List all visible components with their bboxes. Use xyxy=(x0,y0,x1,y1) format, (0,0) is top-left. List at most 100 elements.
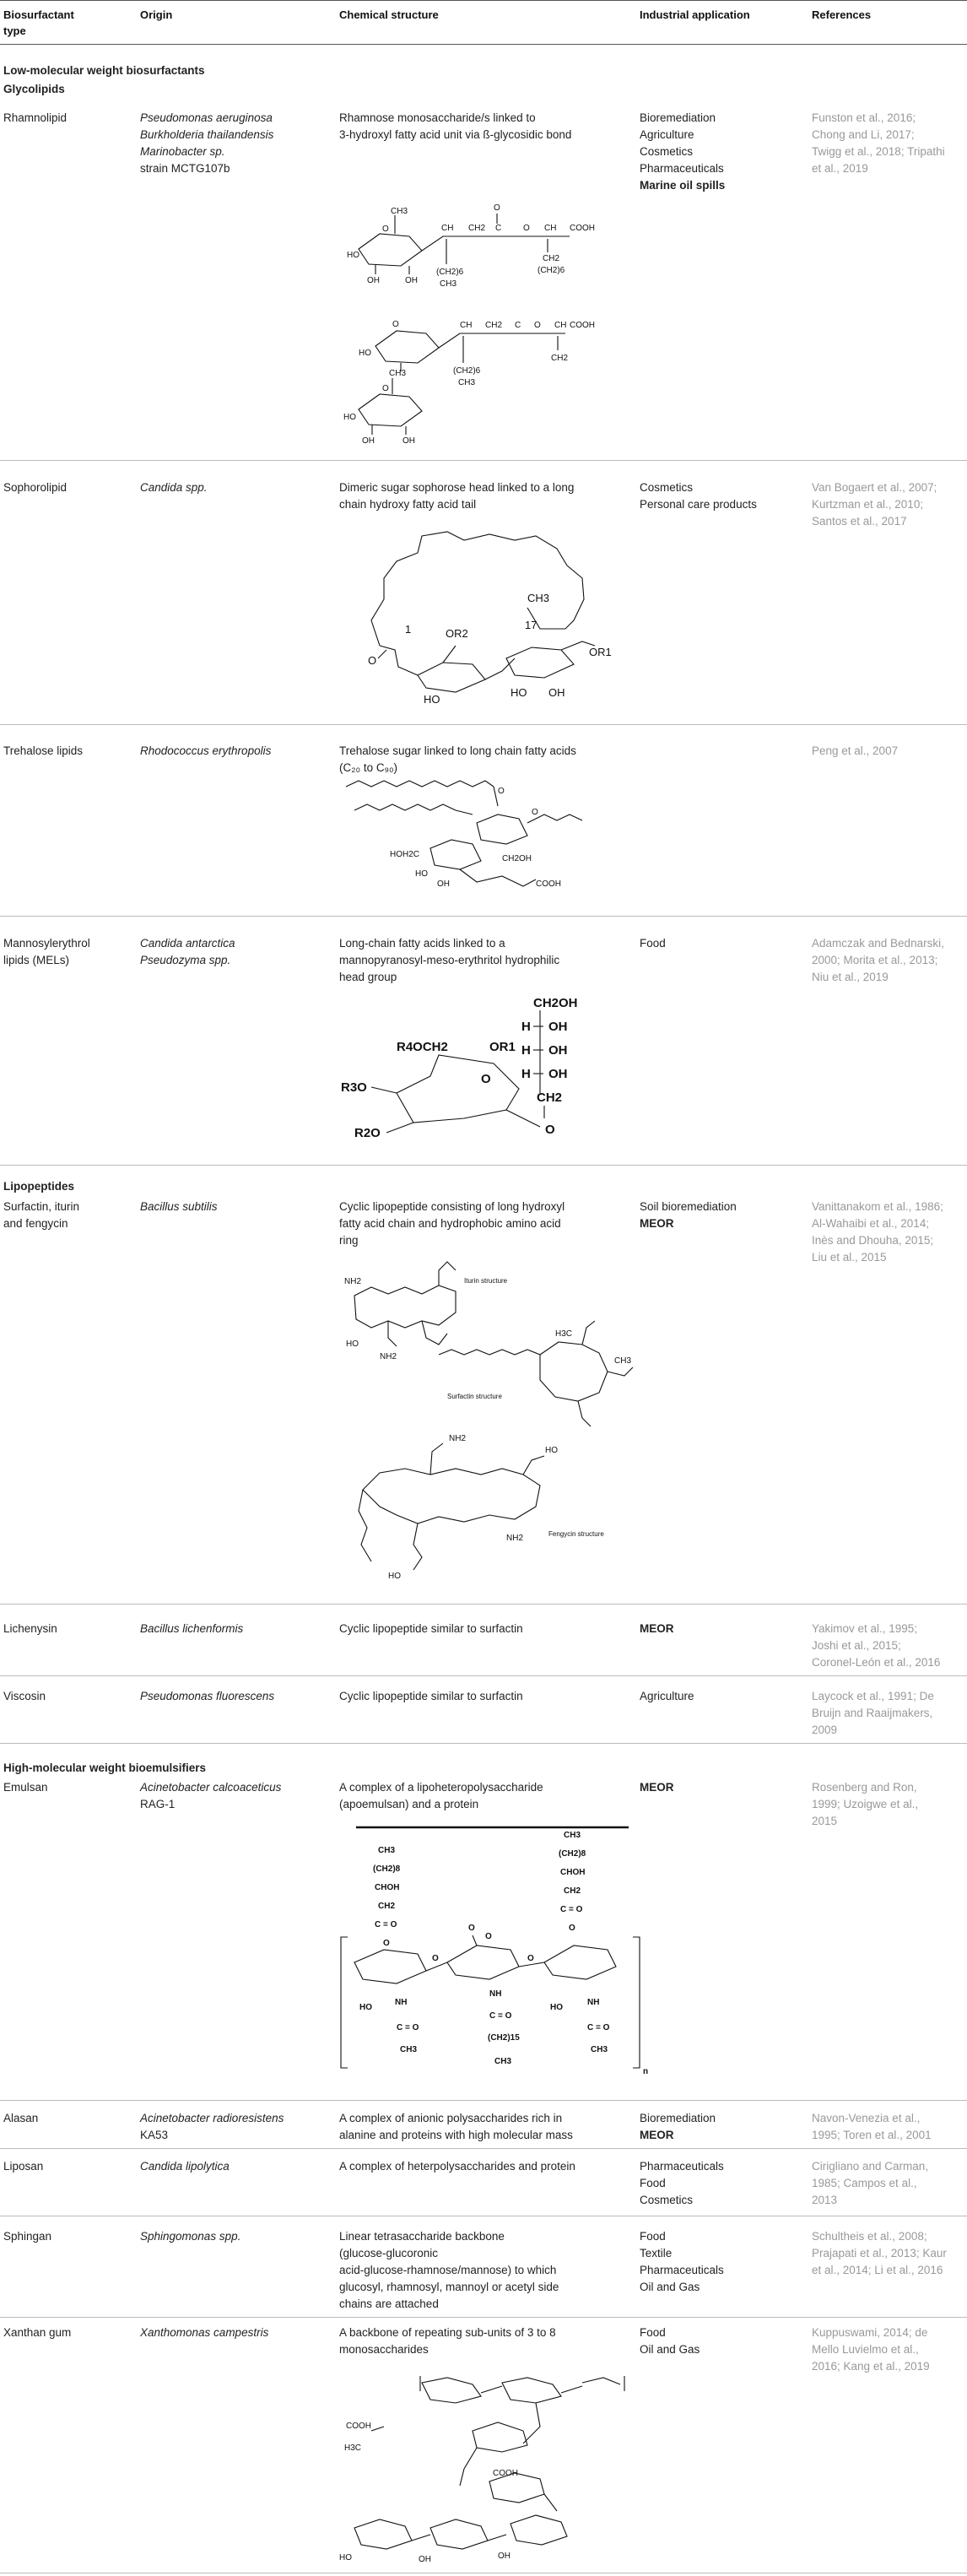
sphingan-structure-3: acid-glucose-rhamnose/mannose) to which xyxy=(339,2264,557,2276)
svg-text:HO: HO xyxy=(346,1339,359,1349)
svg-text:O: O xyxy=(523,224,530,233)
svg-text:(CH2)8: (CH2)8 xyxy=(559,1849,586,1859)
svg-text:OH: OH xyxy=(437,879,450,889)
svg-text:NH2: NH2 xyxy=(506,1534,523,1543)
emulsan-ref-1: Rosenberg and Ron, xyxy=(812,1781,917,1794)
xanthan-structure-1: A backbone of repeating sub-units of 3 t… xyxy=(339,2326,556,2339)
svg-text:COOH: COOH xyxy=(570,321,595,330)
svg-text:CH3: CH3 xyxy=(494,2057,511,2066)
emulsan-origin-2: RAG-1 xyxy=(140,1798,176,1810)
rhamnolipid-structure-2: 3-hydroxyl fatty acid unit via ß-glycosi… xyxy=(339,128,572,141)
rhamnolipid-origin-2: Burkholderia thailandensis xyxy=(140,128,274,141)
row-alasan-type: Alasan xyxy=(3,2112,39,2124)
svg-text:Fengycin structure: Fengycin structure xyxy=(548,1530,604,1538)
trehalose-origin-1: Rhodococcus erythropolis xyxy=(140,744,272,757)
svg-text:O: O xyxy=(392,320,399,329)
svg-text:CH3: CH3 xyxy=(564,1831,581,1840)
svg-text:CHOH: CHOH xyxy=(560,1868,585,1877)
svg-text:O: O xyxy=(382,384,389,393)
sophorolipid-app-1: Cosmetics xyxy=(640,481,694,494)
lichenysin-app-1: MEOR xyxy=(640,1622,674,1635)
sphingan-structure-2: (glucose-glucoronic xyxy=(339,2247,439,2259)
mels-ref-3: Niu et al., 2019 xyxy=(812,971,889,983)
svg-text:CH2OH: CH2OH xyxy=(502,854,532,863)
rule-after-surfactin xyxy=(0,1604,967,1605)
header-structure: Chemical structure xyxy=(339,8,439,21)
xanthan-origin-1: Xanthomonas campestris xyxy=(140,2326,269,2339)
svg-text:OR1: OR1 xyxy=(589,646,612,658)
xanthan-app-1: Food xyxy=(640,2326,666,2339)
svg-text:OH: OH xyxy=(548,1043,568,1058)
svg-text:C: C xyxy=(495,224,501,233)
svg-text:CH: CH xyxy=(460,321,472,330)
rhamnolipid-ref-4: et al., 2019 xyxy=(812,162,868,175)
surfactin-app-2: MEOR xyxy=(640,1217,674,1230)
svg-text:(CH2)15: (CH2)15 xyxy=(488,2033,520,2043)
svg-text:H: H xyxy=(521,1067,531,1081)
svg-text:HO: HO xyxy=(359,2003,372,2012)
viscosin-ref-2: Bruijn and Raaijmakers, xyxy=(812,1707,933,1719)
alasan-ref-1: Navon-Venezia et al., xyxy=(812,2112,921,2124)
lichenysin-ref-2: Joshi et al., 2015; xyxy=(812,1639,901,1652)
svg-text:HO: HO xyxy=(550,2003,563,2012)
svg-text:O: O xyxy=(545,1123,555,1137)
svg-text:(CH2)6: (CH2)6 xyxy=(453,366,481,376)
svg-text:O: O xyxy=(382,225,389,234)
svg-text:R4OCH2: R4OCH2 xyxy=(397,1040,448,1054)
alasan-origin-2: KA53 xyxy=(140,2129,169,2141)
svg-text:CH2: CH2 xyxy=(485,321,502,330)
svg-text:CH3: CH3 xyxy=(378,1846,395,1855)
svg-text:C = O: C = O xyxy=(375,1920,397,1929)
svg-text:CH: CH xyxy=(441,224,453,233)
alasan-structure-2: alanine and proteins with high molecular… xyxy=(339,2129,573,2141)
svg-text:NH: NH xyxy=(489,1989,501,1999)
liposan-app-1: Pharmaceuticals xyxy=(640,2160,724,2173)
liposan-ref-2: 1985; Campos et al., xyxy=(812,2177,917,2189)
sphingan-structure-1: Linear tetrasaccharide backbone xyxy=(339,2230,505,2243)
svg-text:C = O: C = O xyxy=(489,2011,512,2021)
sophorolipid-ref-3: Santos et al., 2017 xyxy=(812,515,907,528)
row-mels-type-1: Mannosylerythrol xyxy=(3,937,90,950)
svg-text:HO: HO xyxy=(359,349,371,358)
svg-text:OH: OH xyxy=(362,436,375,446)
sophorolipid-app-2: Personal care products xyxy=(640,498,757,511)
svg-text:OH: OH xyxy=(405,276,418,285)
rule-after-viscosin xyxy=(0,1743,967,1744)
viscosin-origin-1: Pseudomonas fluorescens xyxy=(140,1690,275,1702)
rhamnolipid-structure-1: Rhamnose monosaccharide/s linked to xyxy=(339,111,536,124)
row-xanthan-type: Xanthan gum xyxy=(3,2326,72,2339)
sophorolipid-structure-2: chain hydroxy fatty acid tail xyxy=(339,498,477,511)
emulsan-structure-2: (apoemulsan) and a protein xyxy=(339,1798,479,1810)
svg-text:Surfactin structure: Surfactin structure xyxy=(447,1393,502,1400)
svg-text:CH2: CH2 xyxy=(551,354,568,363)
surfactin-origin-1: Bacillus subtilis xyxy=(140,1200,218,1213)
rule-after-rhamnolipid xyxy=(0,460,967,461)
section-lipopeptides: Lipopeptides xyxy=(3,1180,74,1193)
xanthan-ref-1: Kuppuswami, 2014; de xyxy=(812,2326,928,2339)
lichenysin-ref-3: Coronel-León et al., 2016 xyxy=(812,1656,941,1669)
svg-text:OH: OH xyxy=(548,1067,568,1081)
svg-text:COOH: COOH xyxy=(570,224,595,233)
row-emulsan-type: Emulsan xyxy=(3,1781,48,1794)
svg-text:O: O xyxy=(368,654,376,667)
svg-text:CH: CH xyxy=(544,224,556,233)
svg-text:O: O xyxy=(485,1932,492,1941)
row-lichenysin-type: Lichenysin xyxy=(3,1622,57,1635)
rule-after-sophorolipid xyxy=(0,724,967,725)
rule-after-emulsan xyxy=(0,2100,967,2101)
svg-text:NH2: NH2 xyxy=(344,1277,361,1286)
svg-text:NH: NH xyxy=(587,1998,599,2007)
svg-text:17: 17 xyxy=(525,619,537,631)
svg-text:COOH: COOH xyxy=(346,2422,371,2431)
emulsan-origin-1: Acinetobacter calcoaceticus xyxy=(140,1781,282,1794)
rhamnolipid-app-5: Marine oil spills xyxy=(640,179,726,192)
svg-text:H: H xyxy=(521,1020,531,1034)
trehalose-ref-1: Peng et al., 2007 xyxy=(812,744,899,757)
svg-text:C: C xyxy=(515,321,521,330)
mels-structure-2: mannopyranosyl-meso-erythritol hydrophil… xyxy=(339,954,560,966)
trehalose-structure-2: (C₂₀ to C₉₀) xyxy=(339,761,398,774)
